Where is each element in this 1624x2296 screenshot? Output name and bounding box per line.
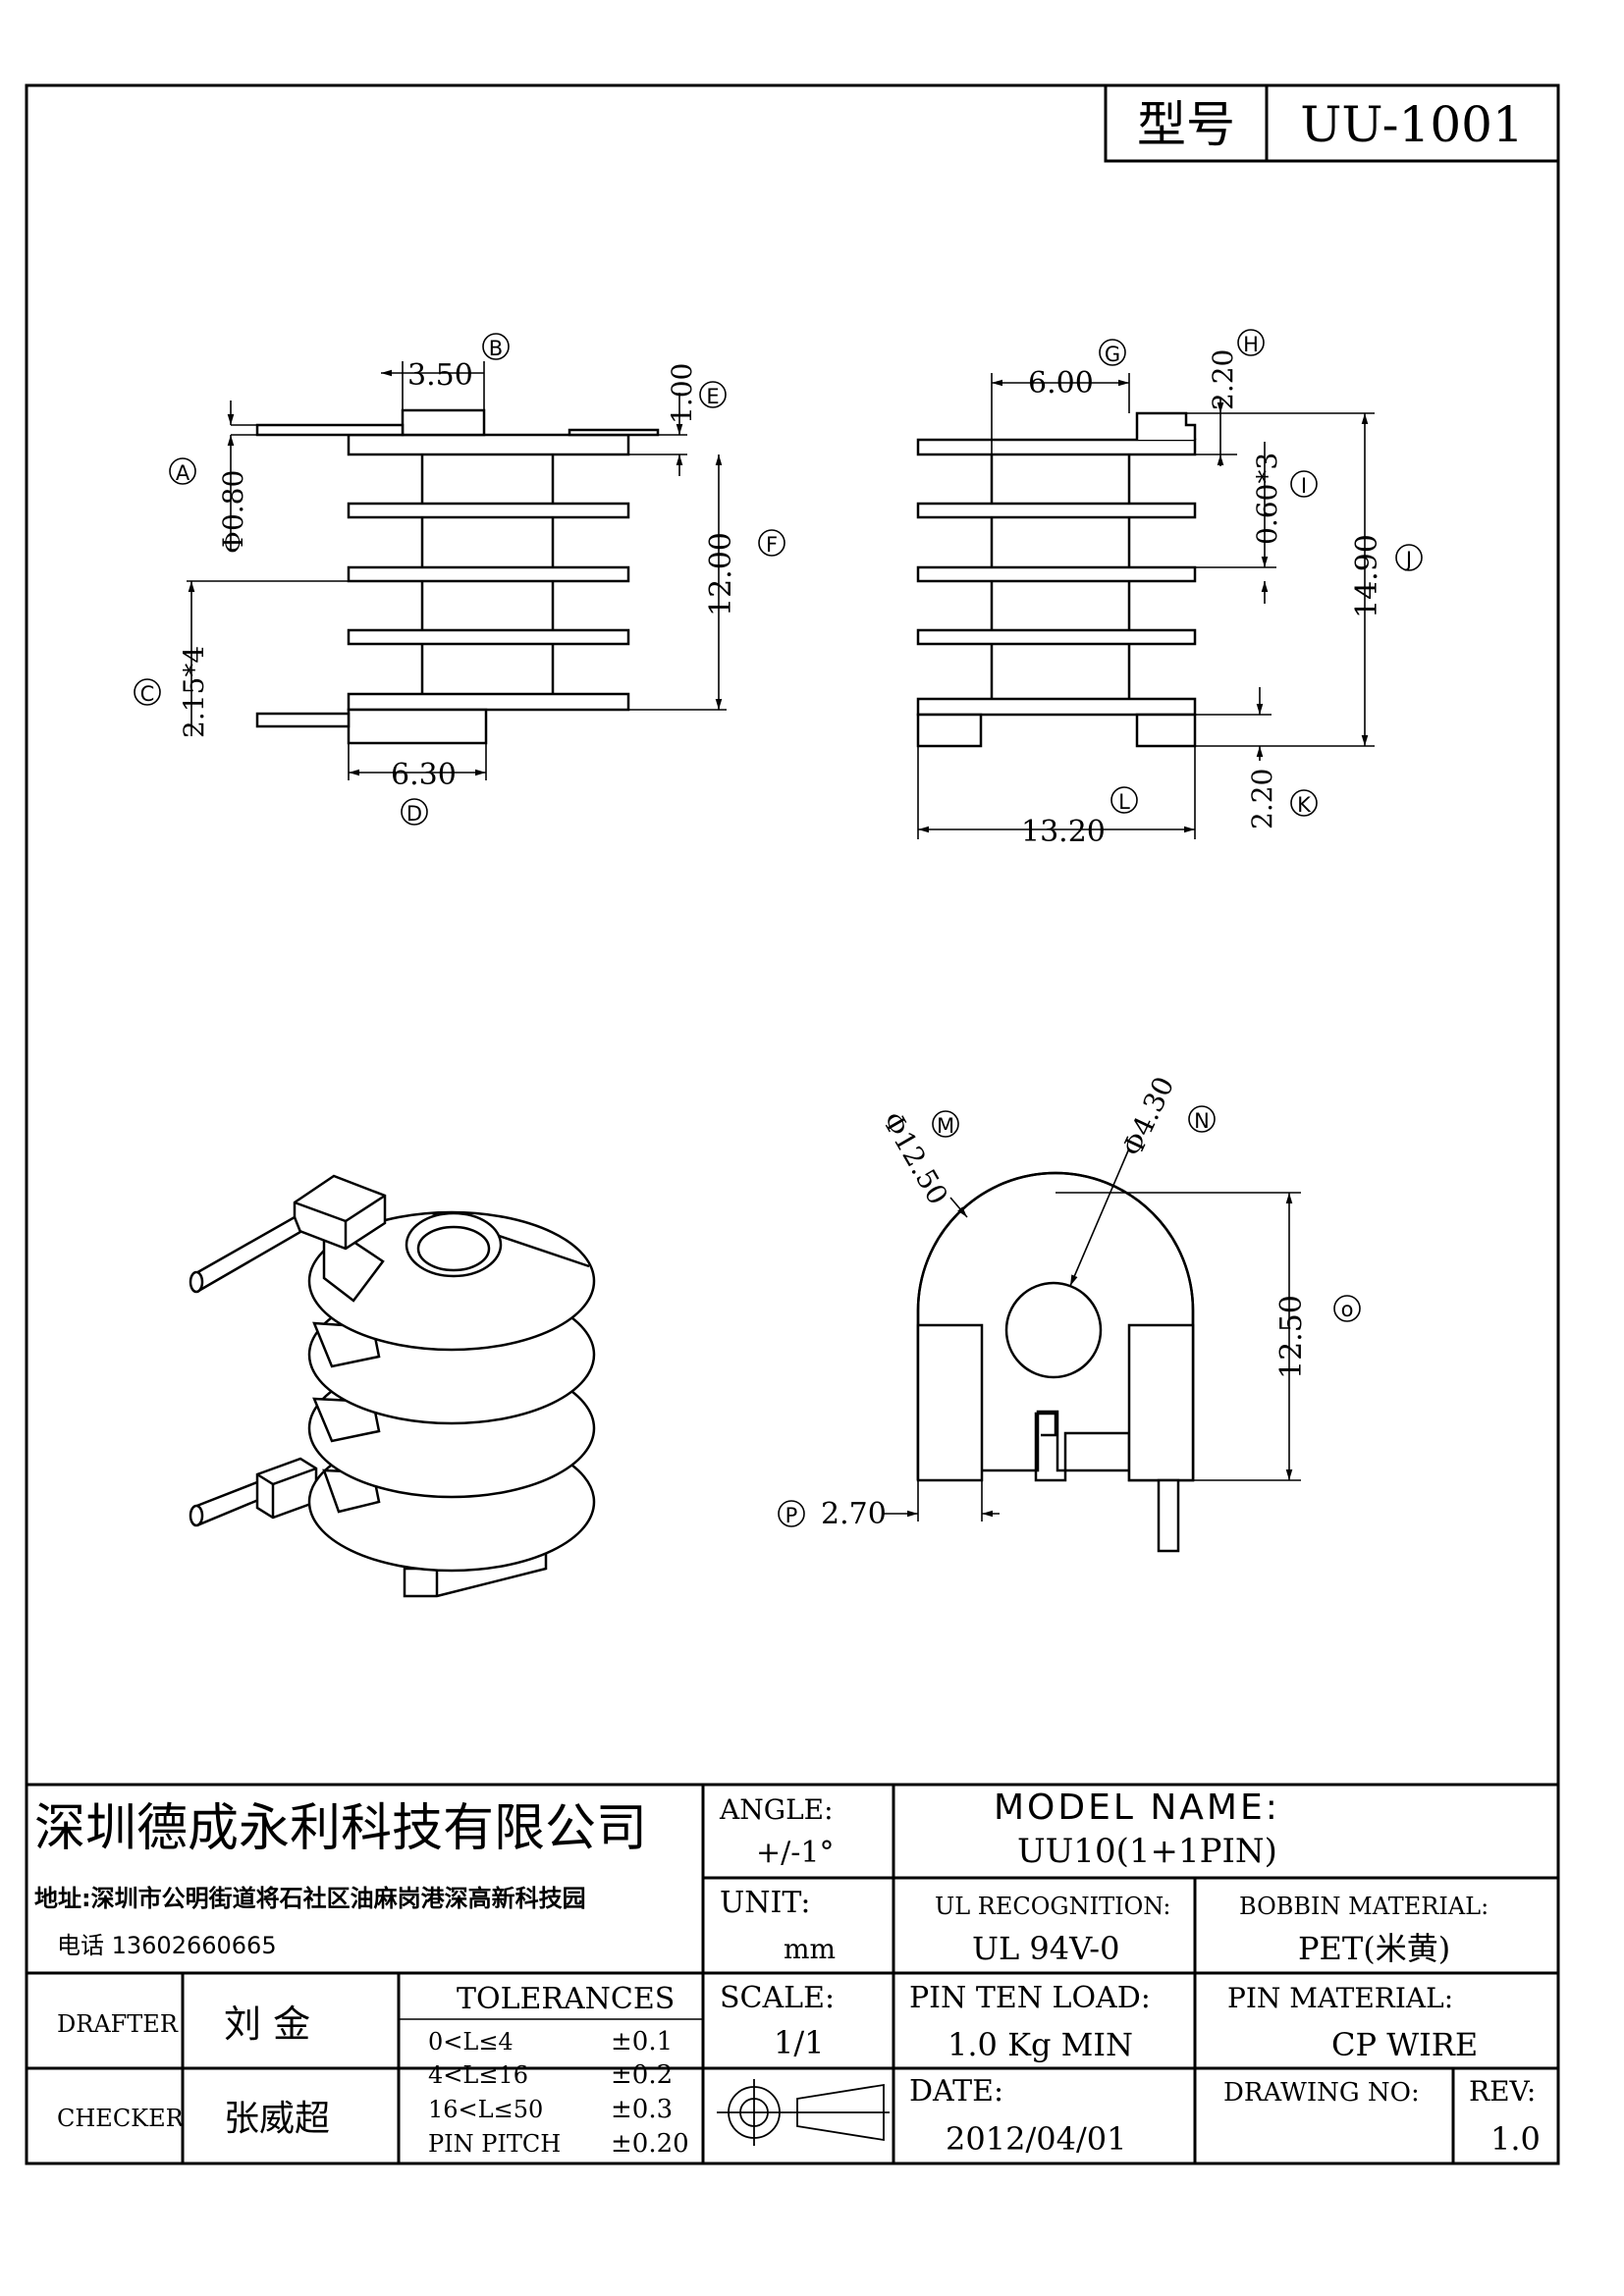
scale-value: 1/1 xyxy=(774,2024,825,2061)
front-dimensions: 3.50 B Φ0.80 A 1.00 E 12.00 F 2.15*4 C xyxy=(134,333,785,826)
dim-j-letter: J xyxy=(1404,548,1412,571)
date-label: DATE: xyxy=(909,2074,1003,2109)
dim-n-letter: N xyxy=(1194,1109,1210,1133)
scale-label: SCALE: xyxy=(720,1981,835,2015)
model-name-value: UU10(1+1PIN) xyxy=(1017,1832,1277,1871)
dim-l-value: 13.20 xyxy=(1021,815,1106,849)
unit-label: UNIT: xyxy=(720,1886,810,1920)
angle-label: ANGLE: xyxy=(719,1793,834,1826)
rev-label: REV: xyxy=(1469,2075,1536,2108)
dim-m-letter: M xyxy=(937,1114,954,1138)
unit-value: mm xyxy=(784,1933,836,1965)
dim-p-letter: P xyxy=(785,1504,798,1527)
dim-p-value: 2.70 xyxy=(821,1497,887,1531)
dim-g-letter: G xyxy=(1105,343,1120,366)
checker-value: 张威超 xyxy=(224,2099,330,2139)
dim-e-letter: E xyxy=(706,385,719,408)
dim-c-value: 2.15*4 xyxy=(178,646,210,738)
side-view xyxy=(916,411,1197,748)
dim-a-value: Φ0.80 xyxy=(217,470,249,554)
tol-range-2: 4<L≤16 xyxy=(428,2061,528,2089)
pin-load-label: PIN TEN LOAD: xyxy=(909,1981,1151,2015)
dim-o-letter: o xyxy=(1341,1298,1354,1321)
dim-k-value: 2.20 xyxy=(1246,769,1278,829)
dim-i-letter: I xyxy=(1301,474,1307,498)
model-label: 型号 xyxy=(1137,96,1235,153)
ul-value: UL 94V-0 xyxy=(972,1930,1119,1967)
dim-f-value: 12.00 xyxy=(704,532,738,616)
drafter-label: DRAFTER xyxy=(57,2010,179,2038)
dim-b-value: 3.50 xyxy=(407,358,473,393)
tol-value-1: ±0.1 xyxy=(611,2027,673,2056)
checker-label: CHECKER xyxy=(57,2105,185,2132)
tol-value-4: ±0.20 xyxy=(611,2129,689,2159)
dim-d-letter: D xyxy=(406,802,422,826)
side-dimensions: 6.00 G 2.20 H 0.60*3 I 14.90 J 2.20 K xyxy=(917,329,1423,849)
dim-f-letter: F xyxy=(766,533,778,557)
bobbin-label: BOBBIN MATERIAL: xyxy=(1239,1893,1489,1920)
date-value: 2012/04/01 xyxy=(946,2120,1126,2158)
dim-k-letter: K xyxy=(1297,793,1312,817)
dim-i-value: 0.60*3 xyxy=(1251,453,1283,545)
company-phone: 电话 13602660665 xyxy=(57,1932,277,1959)
rev-value: 1.0 xyxy=(1490,2120,1541,2158)
title-block: 深圳德成永利科技有限公司 地址:深圳市公明街道将石社区油麻岗港深高新科技园 电话… xyxy=(27,1783,1558,2163)
dim-n-value: Φ4.30 xyxy=(1115,1072,1180,1161)
dim-g-value: 6.00 xyxy=(1028,366,1094,400)
model-name-label: MODEL NAME: xyxy=(994,1788,1280,1828)
model-header: 型号 UU-1001 xyxy=(1104,83,1560,163)
tol-range-4: PIN PITCH xyxy=(428,2130,561,2158)
dim-l-letter: L xyxy=(1118,790,1130,814)
dim-e-value: 1.00 xyxy=(666,363,698,424)
dim-c-letter: C xyxy=(140,682,155,706)
pin-material-label: PIN MATERIAL: xyxy=(1227,1982,1453,2014)
isometric-view xyxy=(189,1174,596,1598)
drafter-value: 刘 金 xyxy=(224,2002,310,2046)
dim-o-value: 12.50 xyxy=(1274,1295,1309,1379)
tol-value-3: ±0.3 xyxy=(611,2095,673,2124)
tol-value-2: ±0.2 xyxy=(611,2060,673,2090)
dim-b-letter: B xyxy=(489,337,503,360)
bottom-view xyxy=(916,1171,1195,1553)
tol-range-3: 16<L≤50 xyxy=(428,2096,543,2123)
dim-a-letter: A xyxy=(176,461,190,485)
projection-symbol-icon xyxy=(717,2079,890,2146)
tolerances-label: TOLERANCES xyxy=(457,1982,675,2016)
company-address: 地址:深圳市公明街道将石社区油麻岗港深高新科技园 xyxy=(34,1885,586,1912)
ul-label: UL RECOGNITION: xyxy=(935,1893,1170,1920)
sheet-border xyxy=(25,83,1560,2165)
pin-material-value: CP WIRE xyxy=(1331,2026,1478,2063)
dim-j-value: 14.90 xyxy=(1350,534,1384,618)
dim-d-value: 6.30 xyxy=(391,758,457,792)
tol-range-1: 0<L≤4 xyxy=(428,2028,514,2056)
front-view xyxy=(255,408,660,745)
drawing-no-label: DRAWING NO: xyxy=(1223,2078,1420,2108)
model-value: UU-1001 xyxy=(1300,96,1524,153)
dim-h-letter: H xyxy=(1243,333,1259,356)
pin-load-value: 1.0 Kg MIN xyxy=(947,2026,1133,2063)
bobbin-value: PET(米黄) xyxy=(1298,1930,1450,1967)
dim-h-value: 2.20 xyxy=(1207,349,1239,410)
company-name: 深圳德成永利科技有限公司 xyxy=(34,1799,647,1858)
angle-value: +/-1° xyxy=(756,1836,834,1870)
